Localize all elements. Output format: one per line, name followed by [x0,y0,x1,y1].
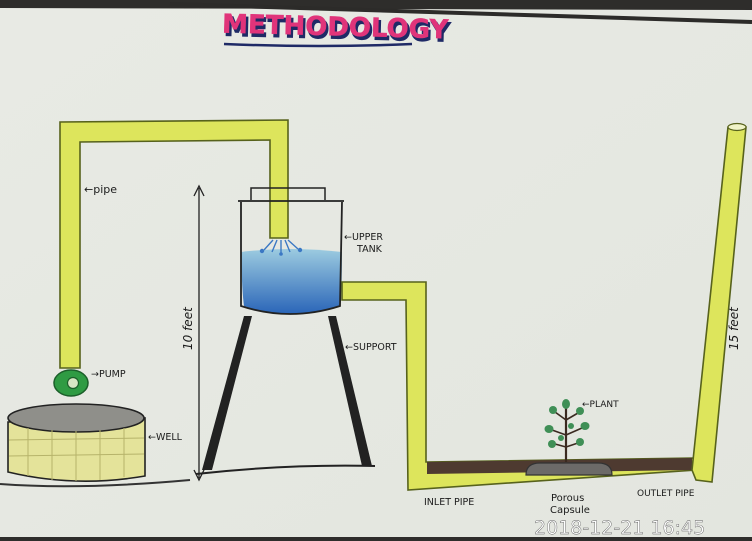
board-edge [169,2,752,24]
pump [53,369,89,397]
porous-capsule-label-1: Porous [551,493,584,504]
title-text: METHODOLOGY [222,9,450,45]
support-label: ←SUPPORT [345,342,397,353]
upper-tank-label-1: ←UPPER [344,232,383,243]
title-underline [223,42,413,48]
supply-pipe [59,119,289,369]
outlet-pipe-opening [727,122,747,132]
tank-support [195,316,376,475]
upper-tank-label-2: TANK [356,244,383,255]
height-tank-label: 10 feet [181,306,195,350]
title-shadow: METHODOLOGY [224,13,452,49]
porous-capsule [525,462,613,476]
plant [544,399,590,462]
photo-timestamp: 2018-12-21 16:45 [534,517,705,537]
tank-lid [250,187,326,200]
height-outlet-label: 15 feet [727,306,741,350]
water-spray [259,239,303,256]
pipe-label: ←pipe [84,183,117,196]
pump-label: →PUMP [91,369,126,380]
porous-capsule-label-2: Capsule [550,505,590,516]
plant-label: ←PLANT [582,400,619,410]
tank-water [241,249,342,314]
title: METHODOLOGY METHODOLOGY [221,9,452,49]
well [0,403,191,488]
outlet-pipe-label: OUTLET PIPE [637,489,695,499]
upper-tank [238,187,344,315]
inlet-pipe-label: INLET PIPE [424,497,474,508]
well-label: ←WELL [148,432,183,443]
plant-leaves [544,399,590,448]
well-bricks [8,428,145,481]
pump-icon [66,376,80,390]
